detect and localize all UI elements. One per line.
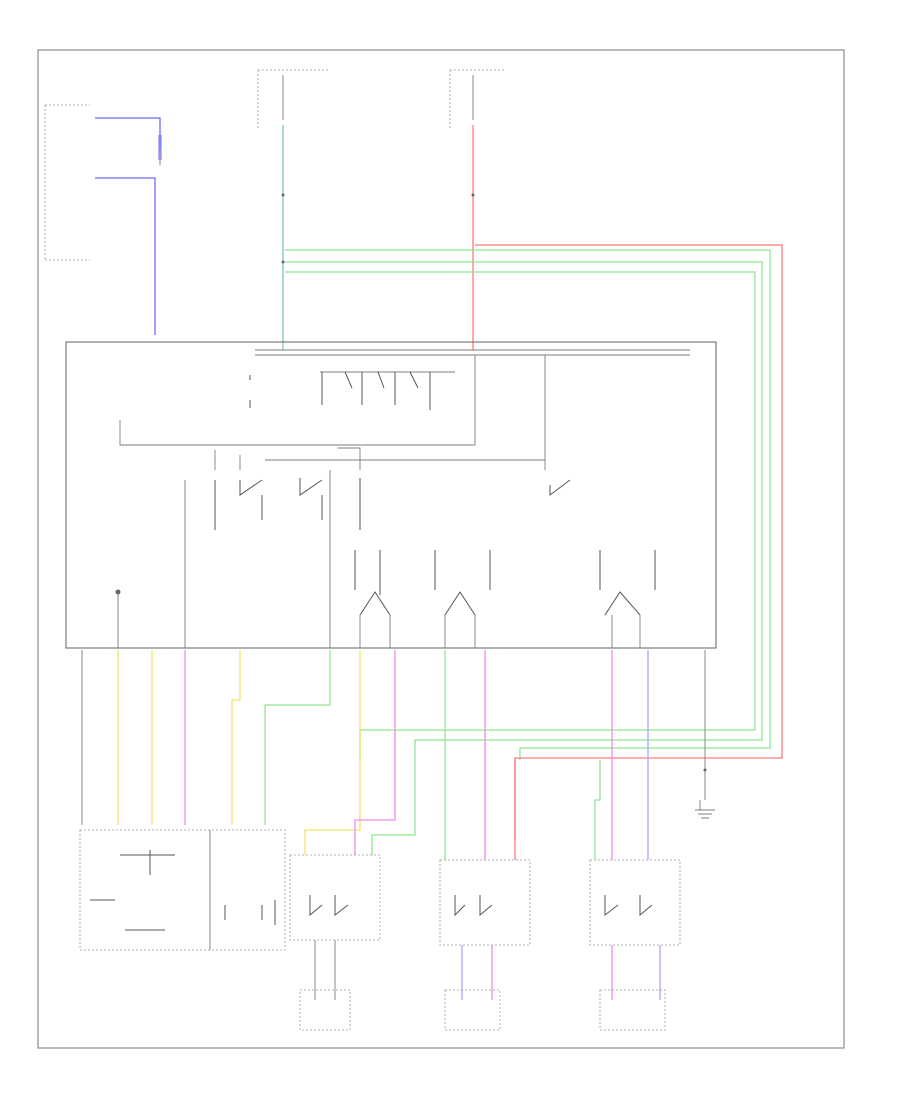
module-switch-bank [115, 447, 656, 648]
fuse-block-left [257, 69, 330, 350]
lower-wiring [81, 650, 707, 860]
lower-switch-3 [589, 859, 681, 1031]
lower-switch-1 [289, 854, 381, 1031]
module-bus [255, 349, 690, 356]
master-switch-assembly [79, 829, 286, 951]
ground-symbol [695, 800, 715, 819]
lower-switch-2 [439, 859, 531, 1031]
power-window-module [65, 341, 717, 649]
top-left-sensor-block [44, 104, 162, 335]
fuse-block-right [449, 69, 505, 350]
diagram-frame [37, 49, 845, 1049]
module-internal-logic [119, 355, 546, 470]
